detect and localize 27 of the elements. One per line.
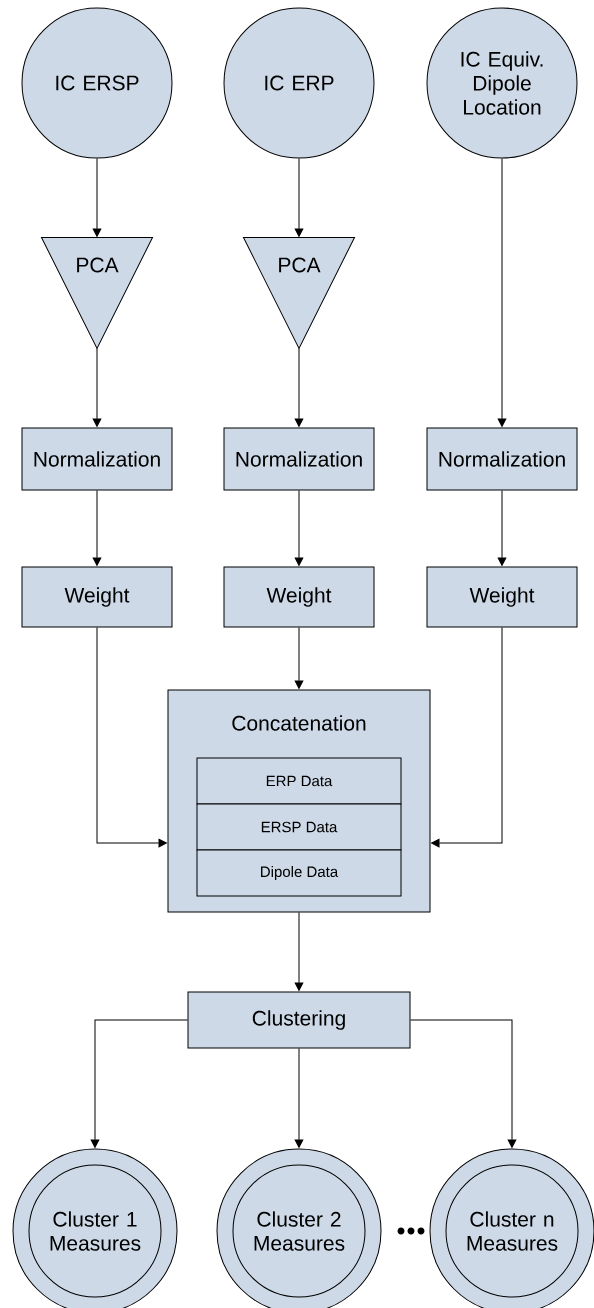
process-box: Weight xyxy=(223,566,375,628)
process-box: Weight xyxy=(426,566,578,628)
arrow xyxy=(294,158,304,237)
arrow xyxy=(90,1019,188,1148)
process-box: Normalization xyxy=(21,427,173,491)
process-box: Normalization xyxy=(426,427,578,491)
arrow xyxy=(92,490,102,566)
arrow xyxy=(410,1019,517,1148)
arrow xyxy=(294,490,304,566)
arrow xyxy=(294,627,304,689)
data-row: Dipole Data xyxy=(196,849,402,897)
arrow xyxy=(92,158,102,237)
process-box: Normalization xyxy=(223,427,375,491)
arrow xyxy=(294,1048,304,1148)
arrow xyxy=(431,627,503,848)
arrow xyxy=(92,348,102,427)
arrow xyxy=(294,348,304,427)
process-box: Clustering xyxy=(187,991,411,1049)
arrow xyxy=(497,490,507,566)
arrow xyxy=(497,158,507,427)
pca-triangle: PCA xyxy=(243,237,355,349)
data-row: ERP Data xyxy=(196,757,402,805)
pca-triangle: PCA xyxy=(41,237,153,349)
arrow xyxy=(96,627,167,848)
arrow xyxy=(294,912,304,991)
data-row: ERSP Data xyxy=(196,803,402,851)
process-box: Weight xyxy=(21,566,173,628)
